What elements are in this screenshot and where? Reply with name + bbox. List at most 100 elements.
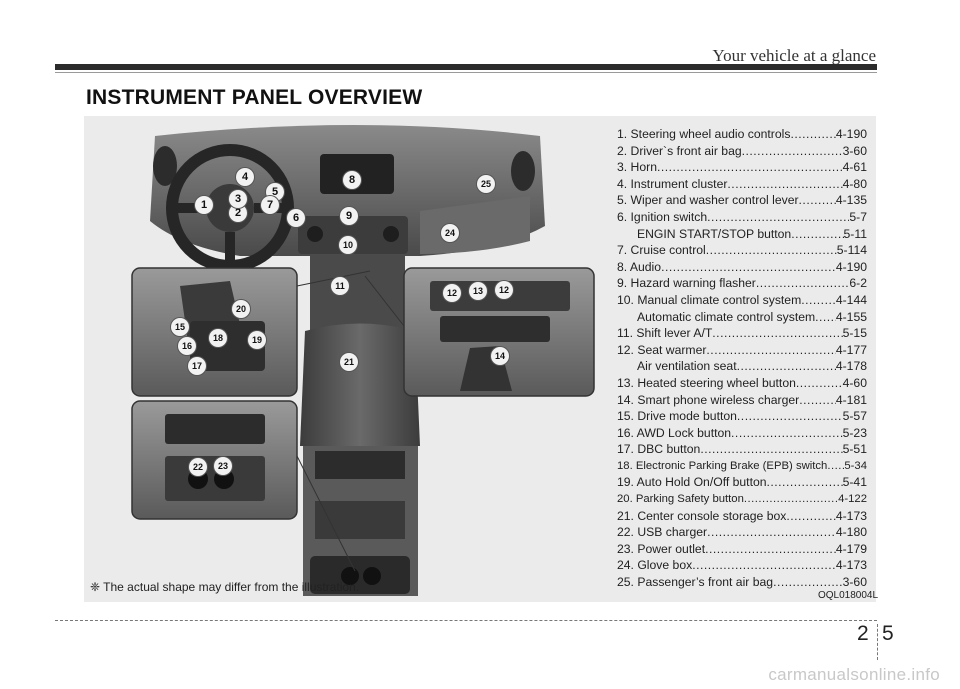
callout-number: 18 [209, 329, 227, 347]
callout-number: 23 [214, 457, 232, 475]
index-label: 9. Hazard warning flasher [617, 276, 756, 291]
callout-number: 3 [229, 190, 247, 208]
index-page: 4-155 [835, 309, 867, 324]
left-vent [153, 146, 177, 186]
index-leader-dots [727, 176, 842, 193]
index-label: Automatic climate control system [637, 309, 816, 324]
index-leader-dots [707, 524, 836, 541]
index-item: 10. Manual climate control system 4-144 [617, 292, 867, 309]
header-rule [55, 64, 877, 70]
index-item: 1. Steering wheel audio controls 4-190 [617, 126, 867, 143]
index-page: 4-190 [835, 259, 867, 274]
index-page: 3-60 [842, 575, 867, 590]
callout-number: 21 [340, 353, 358, 371]
index-leader-dots [707, 209, 849, 226]
header-rule-thin [55, 72, 877, 73]
footer-rule [55, 620, 877, 621]
footnote: ❈ The actual shape may differ from the i… [90, 580, 360, 594]
index-label: 22. USB charger [617, 525, 708, 540]
center-console [300, 323, 420, 446]
index-leader-dots [700, 441, 842, 458]
index-item: 2. Driver`s front air bag3-60 [617, 143, 867, 160]
index-label: 6. Ignition switch [617, 209, 708, 224]
index-item: 14. Smart phone wireless charger 4-181 [617, 392, 867, 409]
index-page: 4-181 [835, 392, 867, 407]
index-leader-dots [756, 275, 850, 292]
index-item: 16. AWD Lock button5-23 [617, 425, 867, 442]
index-leader-dots [773, 574, 843, 591]
index-label: 13. Heated steering wheel button [617, 375, 796, 390]
index-label: 3. Horn [617, 160, 657, 175]
index-item: 5. Wiper and washer control lever4-135 [617, 192, 867, 209]
index-leader-dots [796, 375, 843, 392]
callout-number: 16 [178, 337, 196, 355]
index-page: 3-60 [842, 143, 867, 158]
index-leader-dots [737, 358, 836, 375]
index-page: 5-114 [836, 243, 867, 258]
index-label: 14. Smart phone wireless charger [617, 392, 800, 407]
index-list: 1. Steering wheel audio controls 4-190 2. … [617, 126, 867, 591]
callout-number: 7 [261, 196, 279, 214]
index-leader-dots [692, 557, 836, 574]
callout-number: 13 [469, 282, 487, 300]
index-page: 4-180 [835, 525, 867, 540]
index-leader-dots [706, 242, 837, 259]
index-page: 5-57 [842, 409, 867, 424]
index-page: 4-178 [835, 359, 867, 374]
callout-number: 12 [443, 284, 461, 302]
index-page: 5-41 [842, 475, 867, 490]
index-leader-dots [657, 159, 843, 176]
index-page: 4-80 [842, 176, 867, 191]
index-item: 13. Heated steering wheel button 4-60 [617, 375, 867, 392]
index-label: 5. Wiper and washer control lever [617, 193, 799, 208]
index-label: ENGIN START/STOP button [637, 226, 792, 241]
callout-number: 4 [236, 168, 254, 186]
index-label: 16. AWD Lock button [617, 425, 732, 440]
index-item: 6. Ignition switch 5-7 [617, 209, 867, 226]
callout-number: 17 [188, 357, 206, 375]
index-item: 12. Seat warmer4-177 [617, 342, 867, 359]
callout-number: 1 [195, 196, 213, 214]
index-label: 12. Seat warmer [617, 342, 707, 357]
index-label: 20. Parking Safety button [617, 493, 744, 506]
image-code: OQL018004L [818, 590, 879, 601]
callout-number: 11 [331, 277, 349, 295]
index-leader-dots [790, 126, 835, 143]
index-leader-dots [705, 541, 836, 558]
index-leader-dots [767, 474, 843, 491]
index-label: 11. Shift lever A/T [617, 326, 713, 341]
page-number: 5 [882, 622, 894, 645]
index-item: 8. Audio 4-190 [617, 259, 867, 276]
index-item: 17. DBC button5-51 [617, 441, 867, 458]
index-page: 5-11 [843, 226, 868, 241]
callout-number: 15 [171, 318, 189, 336]
index-item: 3. Horn 4-61 [617, 159, 867, 176]
index-page: 4-60 [842, 375, 867, 390]
index-page: 5-7 [849, 209, 867, 224]
index-page: 4-190 [835, 127, 867, 141]
index-label: 8. Audio [617, 259, 662, 274]
running-head: Your vehicle at a glance [712, 46, 877, 65]
index-item: 22. USB charger 4-180 [617, 524, 867, 541]
index-page: 5-51 [842, 442, 867, 457]
index-page: 5-34 [844, 459, 867, 472]
index-leader-dots [827, 458, 844, 475]
index-label: 23. Power outlet [617, 541, 706, 556]
index-page: 4-61 [842, 160, 867, 175]
index-label: 21. Center console storage box [617, 508, 787, 523]
callout-number: 8 [343, 171, 361, 189]
index-item: 11. Shift lever A/T5-15 [617, 325, 867, 342]
index-label: 10. Manual climate control system [617, 292, 802, 307]
index-page: 4-144 [835, 292, 867, 307]
index-label: 25. Passenger’s front air bag [617, 575, 774, 590]
index-label: 24. Glove box [617, 558, 693, 573]
index-item: ENGIN START/STOP button 5-11 [617, 226, 867, 243]
index-leader-dots [799, 392, 836, 409]
index-label: 1. Steering wheel audio controls [617, 127, 791, 141]
climate-panel [298, 216, 408, 254]
index-leader-dots [791, 226, 843, 243]
index-page: 4-173 [835, 508, 867, 523]
page-divider [877, 624, 879, 660]
index-leader-dots [706, 342, 835, 359]
index-page: 6-2 [849, 276, 867, 291]
